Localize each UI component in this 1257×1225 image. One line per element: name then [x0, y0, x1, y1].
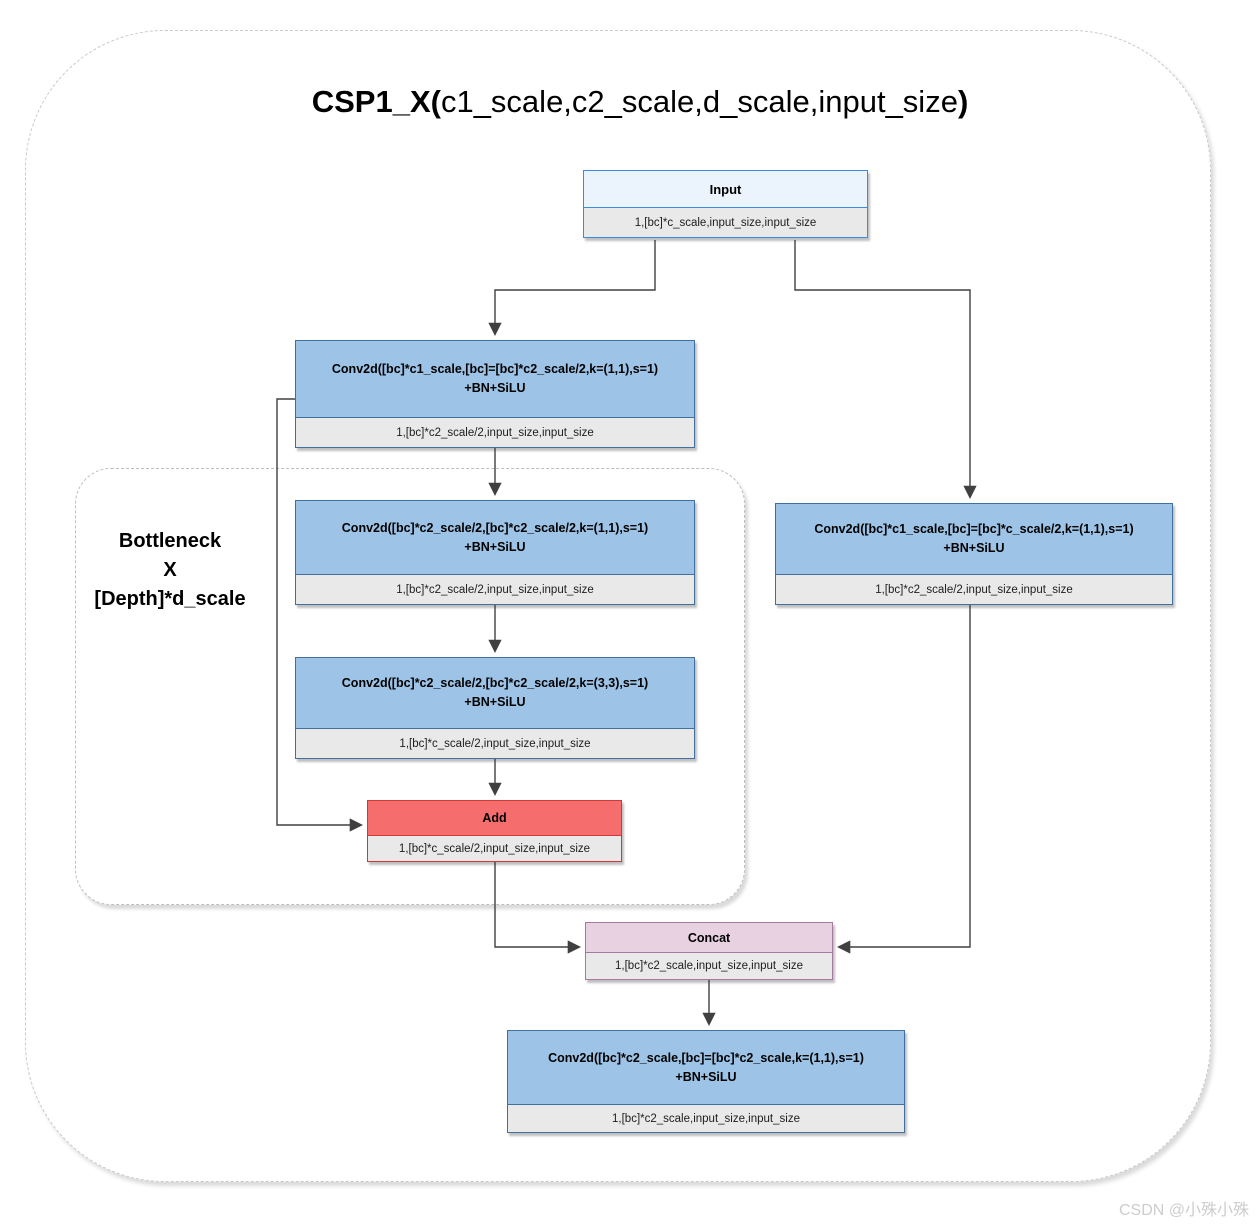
node-conv-output-header: Conv2d([bc]*c2_scale,[bc]=[bc]*c2_scale,… — [507, 1030, 905, 1105]
diagram-title: CSP1_X(c1_scale,c2_scale,d_scale,input_s… — [30, 84, 1250, 120]
node-conv-bottleneck-1-shape: 1,[bc]*c2_scale/2,input_size,input_size — [295, 575, 695, 605]
node-conv-bottleneck-2: Conv2d([bc]*c2_scale/2,[bc]*c2_scale/2,k… — [295, 657, 695, 759]
node-conv-right-header: Conv2d([bc]*c1_scale,[bc]=[bc]*c_scale/2… — [775, 503, 1173, 575]
bottleneck-label-line3: [Depth]*d_scale — [94, 588, 246, 610]
node-conv-left-1: Conv2d([bc]*c1_scale,[bc]=[bc]*c2_scale/… — [295, 340, 695, 448]
bottleneck-label-line1: Bottleneck — [118, 530, 222, 552]
node-add-shape: 1,[bc]*c_scale/2,input_size,input_size — [367, 836, 622, 862]
bottleneck-label-line2: X — [163, 559, 177, 581]
node-conv-bottleneck-2-line2: +BN+SiLU — [464, 695, 526, 709]
node-add: Add 1,[bc]*c_scale/2,input_size,input_si… — [367, 800, 622, 862]
node-input: Input 1,[bc]*c_scale,input_size,input_si… — [583, 170, 868, 238]
bottleneck-group-boundary — [75, 468, 745, 905]
node-conv-right: Conv2d([bc]*c1_scale,[bc]=[bc]*c_scale/2… — [775, 503, 1173, 605]
node-conv-output: Conv2d([bc]*c2_scale,[bc]=[bc]*c2_scale,… — [507, 1030, 905, 1133]
node-input-shape: 1,[bc]*c_scale,input_size,input_size — [583, 208, 868, 238]
bottleneck-label: Bottleneck X [Depth]*d_scale — [78, 527, 262, 614]
node-conv-bottleneck-2-header: Conv2d([bc]*c2_scale/2,[bc]*c2_scale/2,k… — [295, 657, 695, 729]
node-conv-bottleneck-2-line1: Conv2d([bc]*c2_scale/2,[bc]*c2_scale/2,k… — [341, 676, 649, 690]
node-conv-left-1-shape: 1,[bc]*c2_scale/2,input_size,input_size — [295, 418, 695, 448]
node-concat-shape: 1,[bc]*c2_scale,input_size,input_size — [585, 953, 833, 980]
node-conv-right-line2: +BN+SiLU — [943, 541, 1005, 555]
watermark: CSDN @小殊小殊 — [1118, 1202, 1249, 1219]
node-conv-bottleneck-1-line2: +BN+SiLU — [464, 539, 526, 554]
node-conv-bottleneck-2-shape: 1,[bc]*c_scale/2,input_size,input_size — [295, 729, 695, 759]
node-conv-left-1-line2: +BN+SiLU — [464, 381, 526, 395]
node-conv-bottleneck-1-line1: Conv2d([bc]*c2_scale/2,[bc]*c2_scale/2,k… — [341, 520, 649, 535]
node-conv-bottleneck-1: Conv2d([bc]*c2_scale/2,[bc]*c2_scale/2,k… — [295, 500, 695, 605]
title-bold-open: CSP1_X( — [311, 84, 441, 119]
node-conv-right-line1: Conv2d([bc]*c1_scale,[bc]=[bc]*c_scale/2… — [814, 522, 1134, 536]
node-conv-output-shape: 1,[bc]*c2_scale,input_size,input_size — [507, 1105, 905, 1133]
node-conv-bottleneck-1-header: Conv2d([bc]*c2_scale/2,[bc]*c2_scale/2,k… — [295, 500, 695, 575]
node-conv-output-line2: +BN+SiLU — [675, 1069, 737, 1084]
node-concat-header: Concat — [585, 922, 833, 953]
node-conv-right-shape: 1,[bc]*c2_scale/2,input_size,input_size — [775, 575, 1173, 605]
node-concat: Concat 1,[bc]*c2_scale,input_size,input_… — [585, 922, 833, 980]
title-bold-close: ) — [957, 84, 969, 119]
node-conv-left-1-line1: Conv2d([bc]*c1_scale,[bc]=[bc]*c2_scale/… — [331, 362, 659, 376]
csp-module-boundary — [25, 30, 1211, 1182]
node-conv-left-1-header: Conv2d([bc]*c1_scale,[bc]=[bc]*c2_scale/… — [295, 340, 695, 418]
node-add-header: Add — [367, 800, 622, 836]
node-conv-output-line1: Conv2d([bc]*c2_scale,[bc]=[bc]*c2_scale,… — [548, 1050, 864, 1065]
title-args: c1_scale,c2_scale,d_scale,input_size — [440, 84, 958, 119]
node-input-header: Input — [583, 170, 868, 208]
